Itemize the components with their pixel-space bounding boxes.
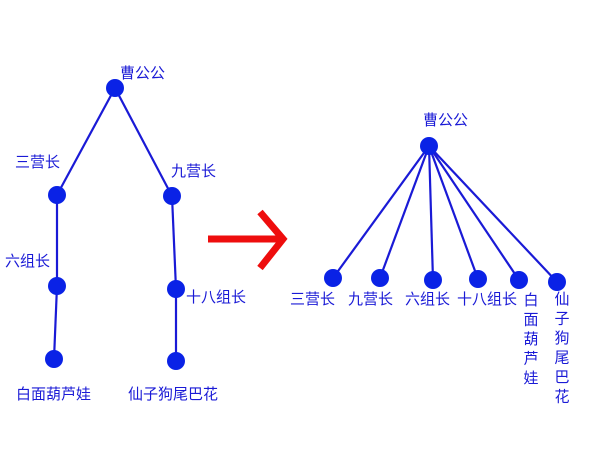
before-right-node-3 [167, 352, 185, 370]
before-left-label-3: 白面葫芦娃 [16, 385, 91, 403]
edge-after-1 [332, 145, 430, 279]
edge-after-6 [428, 145, 558, 283]
before-right-node-2 [167, 280, 185, 298]
before-right-label-2: 十八组长 [186, 288, 246, 306]
before-left-node-1 [48, 186, 66, 204]
after-tree-edges [332, 145, 558, 283]
after-child-label-3: 六组长 [405, 290, 450, 308]
edge-after-2 [378, 145, 431, 279]
before-right-node-1 [163, 187, 181, 205]
edge-root-to-right-1 [114, 87, 173, 197]
before-tree-labels: 曹公公 三营长 六组长 白面葫芦娃 九营长 十八组长 仙子狗尾巴花 [5, 64, 246, 403]
after-child-label-6: 仙子狗尾巴花 [554, 290, 569, 406]
after-tree-nodes [324, 137, 566, 291]
after-root-node [420, 137, 438, 155]
edge-after-3 [427, 145, 435, 281]
edge-right-1-to-right-2 [170, 195, 178, 290]
arrow-head [257, 209, 288, 271]
before-right-label-1: 九营长 [171, 162, 216, 180]
after-child-label-5: 白面葫芦娃 [523, 291, 538, 387]
edge-left-2-to-left-3 [52, 285, 59, 360]
after-child-node-3 [424, 271, 442, 289]
after-child-node-2 [371, 269, 389, 287]
after-child-node-4 [469, 270, 487, 288]
after-tree-labels: 曹公公 三营长 九营长 六组长 十八组长 白面葫芦娃 仙子狗尾巴花 [290, 111, 570, 406]
before-right-label-3: 仙子狗尾巴花 [128, 385, 218, 403]
after-child-node-1 [324, 269, 342, 287]
before-left-label-2: 六组长 [5, 252, 50, 270]
after-child-node-5 [510, 271, 528, 289]
edge-after-4 [427, 145, 480, 280]
before-root-label: 曹公公 [120, 64, 165, 82]
after-child-label-4: 十八组长 [457, 290, 517, 308]
before-root-node [106, 79, 124, 97]
after-child-label-2: 九营长 [348, 290, 393, 308]
edge-after-5 [428, 145, 520, 281]
transform-arrow [208, 209, 288, 271]
before-left-node-3 [45, 350, 63, 368]
before-left-label-1: 三营长 [15, 153, 60, 171]
before-tree-nodes [45, 79, 185, 370]
before-tree-edges [52, 87, 178, 361]
edge-root-to-left-1 [56, 87, 116, 196]
after-root-label: 曹公公 [423, 111, 468, 129]
after-child-node-6 [548, 273, 566, 291]
before-left-node-2 [48, 277, 66, 295]
after-child-label-1: 三营长 [290, 290, 335, 308]
